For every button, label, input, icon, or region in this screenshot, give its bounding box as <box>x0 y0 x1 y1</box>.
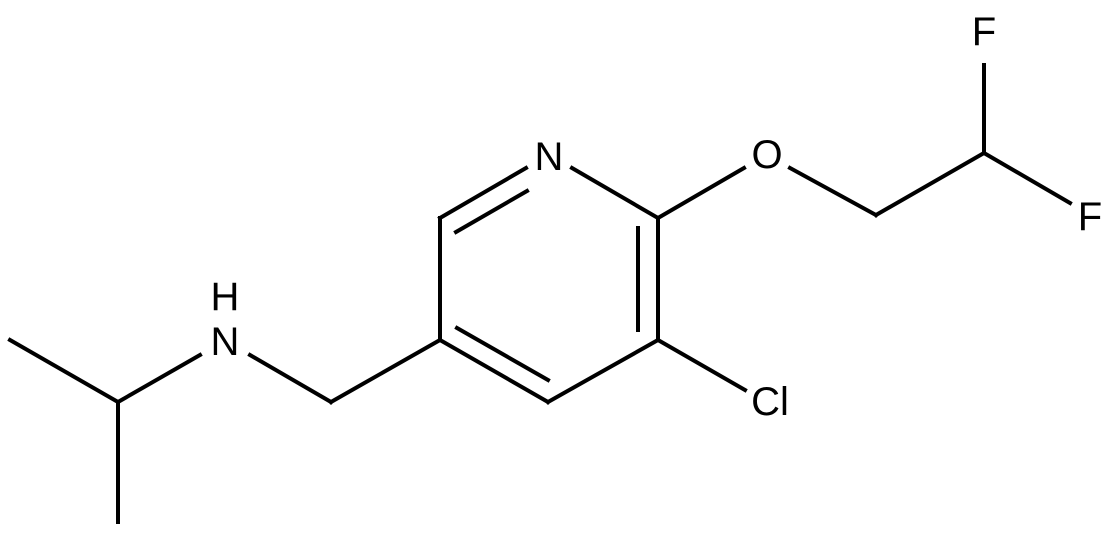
bond-c2-n1-inner <box>453 188 530 235</box>
atom-label-f-top: F <box>972 10 996 54</box>
bond-n1-c6 <box>569 165 661 221</box>
atom-label-nh-h: H <box>211 275 240 319</box>
bond-c5-cl <box>655 337 748 393</box>
atom-label-o-ether: O <box>751 133 782 177</box>
atom-label-n-ring: N <box>535 135 564 179</box>
bond-c3-ch2 <box>328 337 443 405</box>
atom-label-f-right: F <box>1078 195 1102 239</box>
bond-c5-c4 <box>545 337 661 405</box>
bond-c4-c3-inner <box>454 325 551 383</box>
bond-chf2-f-right <box>981 150 1073 206</box>
bond-o-ch2 <box>787 165 879 218</box>
pyridine-ring <box>437 165 661 405</box>
bond-ch2-chf2 <box>873 150 987 218</box>
atom-labels: N O F F Cl N H <box>211 10 1103 424</box>
bond-c2-n1 <box>437 165 529 221</box>
bond-c4-c3 <box>437 337 551 405</box>
atom-label-nh-n: N <box>211 320 240 364</box>
bond-nh-ch <box>115 352 203 405</box>
bond-c6-o <box>655 165 747 221</box>
bond-ch2-nh <box>247 352 334 405</box>
atom-label-cl: Cl <box>751 380 789 424</box>
bond-ch-methyl-left <box>7 337 121 405</box>
substituent-bonds <box>7 63 1073 524</box>
